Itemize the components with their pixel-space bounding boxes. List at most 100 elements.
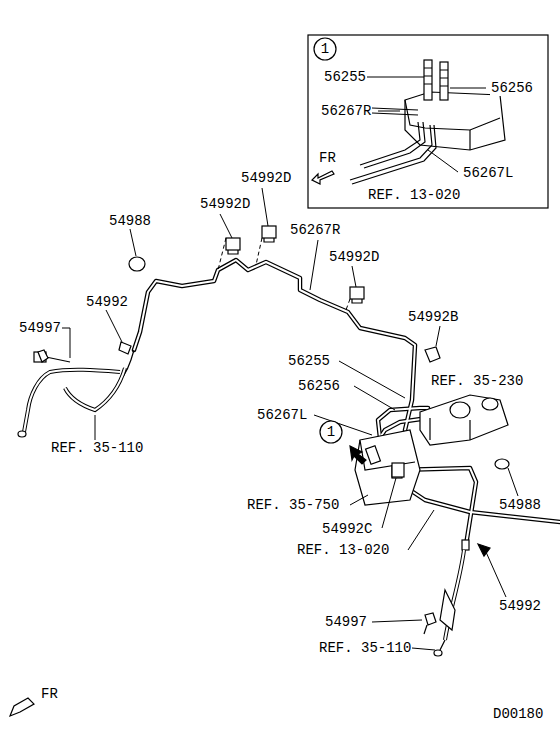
components-stroke xyxy=(228,250,238,254)
components-stroke xyxy=(38,350,48,362)
leader-lines-stroke xyxy=(106,310,122,342)
reference-label: REF. 13-020 xyxy=(296,542,390,558)
components-stroke xyxy=(420,395,508,445)
inset-stroke xyxy=(405,100,500,130)
inset-stroke xyxy=(469,130,470,150)
reference-label: REF. 13-020 xyxy=(367,187,461,203)
components-stroke xyxy=(10,698,34,716)
part-number: 56256 xyxy=(490,80,534,96)
components-stroke xyxy=(264,238,274,242)
components-stroke xyxy=(482,398,498,410)
drawing-number: D00180 xyxy=(492,706,544,722)
brake-lines-stroke-stroke xyxy=(134,260,415,430)
components-stroke xyxy=(352,299,362,303)
part-number: 54988 xyxy=(498,497,542,513)
leader-lines-stroke xyxy=(508,468,518,496)
part-number: 54992B xyxy=(407,309,459,325)
callout-circle: 1 xyxy=(319,420,343,444)
circle-outline xyxy=(314,38,336,60)
components-stroke xyxy=(495,459,509,469)
inset xyxy=(308,35,548,208)
components xyxy=(10,226,509,716)
components-stroke xyxy=(119,342,131,354)
part-number: 56255 xyxy=(287,353,331,369)
reference-label: REF. 35-110 xyxy=(50,440,144,456)
components-stroke xyxy=(366,446,381,464)
inset-stroke xyxy=(308,35,548,208)
leader-lines-stroke xyxy=(450,88,486,89)
part-number: 56267L xyxy=(462,165,514,181)
brake-lines-stroke xyxy=(134,260,560,545)
callout-number: 1 xyxy=(319,420,343,440)
components-stroke xyxy=(425,613,436,625)
components-stroke xyxy=(18,431,26,437)
leader-lines-stroke xyxy=(367,77,424,78)
components-stroke xyxy=(65,368,125,410)
part-number: 54992D xyxy=(328,249,380,265)
leader-lines-stroke xyxy=(256,238,262,265)
leader-lines-stroke xyxy=(262,188,268,226)
part-number: 54992 xyxy=(85,294,129,310)
components-stroke xyxy=(478,544,490,556)
part-number: 56267R xyxy=(320,103,372,119)
callout-circle: 1 xyxy=(313,37,337,61)
leader-lines-stroke xyxy=(352,266,356,287)
inset-stroke xyxy=(424,68,448,86)
leader-lines-stroke xyxy=(95,415,96,440)
components-stroke xyxy=(46,357,70,362)
leader-lines-stroke xyxy=(412,648,435,650)
inset-stroke xyxy=(424,60,432,100)
components-stroke xyxy=(440,590,455,630)
leader-lines-stroke xyxy=(408,510,434,550)
components-stroke xyxy=(462,540,469,550)
components-stroke xyxy=(434,650,442,656)
inset-stroke xyxy=(372,108,418,115)
leader-lines-stroke xyxy=(354,386,395,410)
brake-lines-stroke-stroke xyxy=(134,260,415,430)
components-stroke xyxy=(440,640,445,650)
direction-label: FR xyxy=(318,150,337,166)
brake-lines-stroke-stroke xyxy=(395,480,560,522)
components-stroke xyxy=(65,368,125,410)
reference-label: REF. 35-230 xyxy=(430,373,524,389)
leader-lines-stroke xyxy=(436,326,440,346)
part-number: 56267R xyxy=(289,222,341,238)
circle-outline xyxy=(320,421,342,443)
part-number: 56267L xyxy=(256,407,308,423)
part-number: 54988 xyxy=(108,213,152,229)
callout-number: 1 xyxy=(313,37,337,57)
part-number: 54997 xyxy=(18,320,62,336)
reference-label: REF. 35-750 xyxy=(246,497,340,513)
components-stroke xyxy=(425,347,440,362)
inset-stroke xyxy=(312,171,334,184)
leader-lines-stroke xyxy=(372,620,422,622)
components-stroke xyxy=(392,463,404,477)
leader-lines-stroke xyxy=(486,552,506,597)
leader-lines-stroke xyxy=(346,299,350,310)
leader-lines xyxy=(60,77,518,650)
part-number: 56255 xyxy=(323,69,367,85)
leader-lines-stroke xyxy=(218,238,226,270)
components-stroke xyxy=(226,238,240,250)
components-stroke xyxy=(450,402,470,418)
leader-lines-stroke xyxy=(350,495,368,505)
components-stroke xyxy=(430,418,470,440)
leader-lines-stroke xyxy=(310,240,318,290)
leader-lines-stroke xyxy=(378,111,400,112)
inset-stroke xyxy=(350,125,436,184)
brake-lines-stroke-stroke xyxy=(395,480,560,522)
part-number: 54992D xyxy=(240,170,292,186)
leader-lines-stroke xyxy=(428,150,458,172)
part-number: 54992C xyxy=(321,521,373,537)
components-stroke xyxy=(129,257,145,271)
components-stroke xyxy=(350,287,364,299)
part-number: 54992D xyxy=(199,196,251,212)
brake-lines xyxy=(134,260,560,545)
components-stroke xyxy=(360,440,415,470)
leader-lines-stroke xyxy=(130,229,136,256)
reference-label: REF. 35-110 xyxy=(318,640,412,656)
leader-lines-stroke xyxy=(339,361,405,398)
direction-label: FR xyxy=(40,686,59,702)
